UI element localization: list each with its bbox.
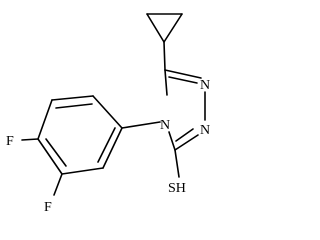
bond-cyclopropyl-3 — [163, 13, 183, 43]
atom-n2: N — [200, 123, 210, 138]
bond-c3-sh — [174, 149, 180, 178]
bond-aryl-f1 — [21, 138, 39, 141]
cyclopropyl-group — [146, 13, 183, 71]
bond-aryl-6 — [102, 127, 123, 169]
molecule-diagram: N N N F F SH — [6, 13, 210, 215]
bond-c5-n1 — [164, 69, 202, 79]
bond-aryl-2-double — [55, 103, 93, 109]
bond-c5-n4 — [164, 69, 168, 96]
bond-aryl-4 — [37, 138, 63, 175]
atom-sh: SH — [168, 181, 186, 196]
bond-c5-n1-double — [168, 76, 198, 84]
difluorophenyl-ring — [21, 95, 161, 196]
atom-n4: N — [160, 118, 170, 133]
bond-n2-c3-double — [175, 128, 194, 142]
bond-aryl-f2 — [53, 173, 63, 196]
bond-cyclopropyl-to-ring — [163, 41, 166, 71]
triazole-ring — [164, 69, 206, 178]
bond-aryl-6-double — [97, 127, 116, 163]
bond-c3-n4 — [168, 131, 176, 151]
atom-n1: N — [200, 78, 210, 93]
bond-aryl-3 — [37, 99, 53, 140]
bond-cyclopropyl-1 — [146, 13, 165, 43]
bond-aryl-1 — [92, 95, 123, 129]
atom-f2: F — [44, 200, 52, 215]
bond-n2-c3 — [174, 134, 199, 151]
atom-f1: F — [6, 134, 14, 149]
bond-aryl-5 — [61, 167, 104, 175]
atom-labels: N N N F F SH — [6, 78, 210, 215]
bond-aryl-2 — [51, 95, 94, 101]
bond-n4-aryl — [121, 121, 161, 129]
bond-aryl-4-double — [45, 138, 67, 167]
